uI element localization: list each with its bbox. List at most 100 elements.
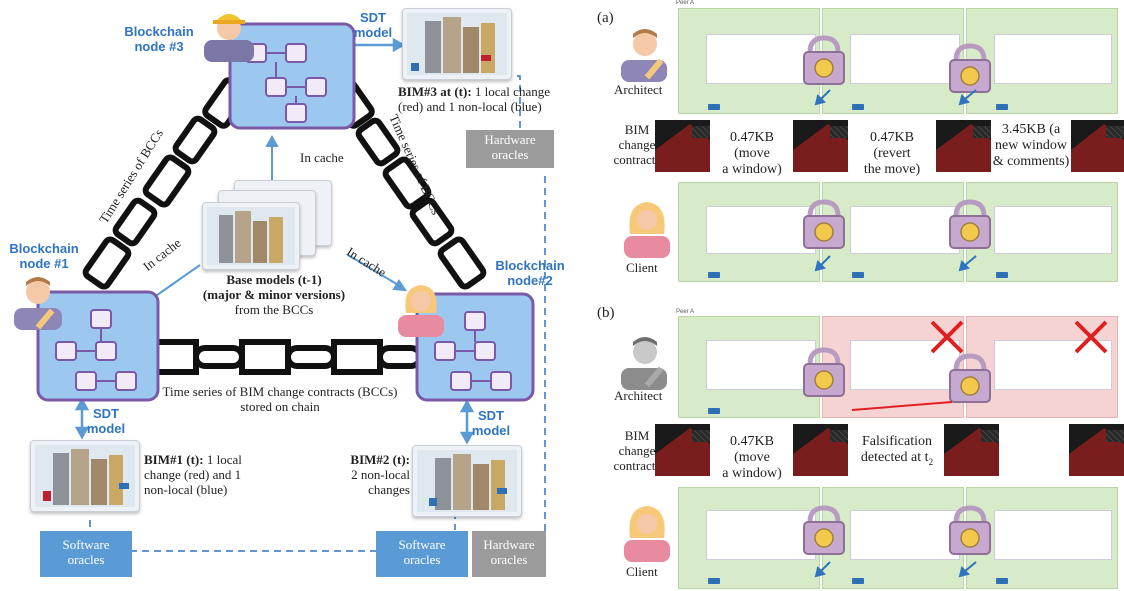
- bim2-line2: 2 non-local: [351, 467, 410, 482]
- sdt-right-line1: SDT: [478, 408, 504, 423]
- bim-contracts-b-line1: BIM: [624, 428, 650, 443]
- change3-a: 3.45KB (a new window & comments): [992, 122, 1070, 170]
- data-box[interactable]: [850, 340, 960, 390]
- data-box[interactable]: [994, 340, 1112, 390]
- bim3-monitor: [402, 8, 512, 80]
- node1-title-line2: node #1: [19, 256, 69, 271]
- data-box[interactable]: [706, 206, 816, 254]
- hardware-oracles-right: Hardware oracles: [472, 531, 546, 577]
- data-box[interactable]: [994, 510, 1112, 560]
- client-label-a: Client: [626, 260, 658, 275]
- bim-thumbnail: [1069, 424, 1124, 476]
- bim1-line1: 1 local: [203, 452, 242, 467]
- bim3-line1: 1 local change: [471, 84, 550, 99]
- falsification-line2: detected at t: [860, 450, 929, 465]
- falsification-b: Falsification detected at t2: [852, 434, 942, 470]
- building-image: [417, 450, 517, 512]
- base-models-line2: (major & minor versions): [202, 287, 346, 302]
- client-person-icon: [398, 285, 444, 337]
- base-models-line1: Base models (t-1): [226, 272, 322, 287]
- software-oracles-left-line1: Software: [62, 537, 110, 552]
- software-oracles-right: Software oracles: [376, 531, 468, 577]
- change1-a-line1: 0.47KB (move: [730, 130, 774, 161]
- falsification-line1: Falsification: [862, 434, 932, 449]
- node2-block: [415, 292, 535, 402]
- sdt-left-line1: SDT: [93, 406, 119, 421]
- bim2-line3: changes: [368, 482, 410, 497]
- change3-a-line1: 3.45KB (a: [1001, 122, 1061, 137]
- change2-a: 0.47KB (revert the move): [850, 130, 934, 178]
- mine-button[interactable]: [852, 272, 864, 278]
- change3-a-line2: new window: [995, 138, 1067, 153]
- client-icon: [624, 506, 670, 562]
- change1-b: 0.47KB (move a window): [712, 434, 792, 482]
- mine-button[interactable]: [996, 104, 1008, 110]
- bcc-caption-line2: stored on chain: [240, 399, 320, 414]
- bim-contracts-a-line2: change: [618, 137, 656, 152]
- software-oracles-left: Software oracles: [40, 531, 132, 577]
- panel-a-peer: Peer A: [676, 0, 695, 6]
- mine-button[interactable]: [708, 408, 720, 414]
- bim-contracts-a-line1: BIM: [624, 122, 650, 137]
- architect-icon: [621, 29, 667, 82]
- falsification-sub: 2: [928, 456, 934, 467]
- node2-title-line2: node#2: [507, 273, 553, 288]
- bim-thumbnail: [936, 120, 991, 172]
- hardware-oracles-right-line1: Hardware: [483, 537, 535, 552]
- change3-a-line3: & comments): [992, 154, 1070, 169]
- base-models-caption: Base models (t-1) (major & minor version…: [174, 272, 374, 317]
- bim-contracts-b-line2: change: [618, 443, 656, 458]
- bim1-line2: change (red) and 1: [144, 467, 242, 482]
- data-box[interactable]: [850, 34, 960, 84]
- mine-button[interactable]: [852, 578, 864, 584]
- bim-thumbnail: [1071, 120, 1124, 172]
- data-box[interactable]: [850, 510, 960, 560]
- in-cache-top: In cache: [300, 150, 344, 165]
- change1-b-line2: a window): [722, 466, 782, 481]
- bim1-monitor: [30, 440, 140, 512]
- red-x-icon: [930, 320, 964, 354]
- bim2-caption: BIM#2 (t): 2 non-local changes: [336, 452, 410, 497]
- data-box[interactable]: [994, 206, 1112, 254]
- mine-button[interactable]: [708, 104, 720, 110]
- software-oracles-left-line2: oracles: [67, 552, 105, 567]
- mine-button[interactable]: [852, 104, 864, 110]
- sdt-right-line2: model: [471, 423, 511, 438]
- bim2-bold: BIM#2 (t):: [350, 452, 410, 467]
- mine-button[interactable]: [708, 578, 720, 584]
- mine-button[interactable]: [708, 272, 720, 278]
- lock-icon: [949, 505, 991, 555]
- bim-thumbnail: [655, 120, 710, 172]
- base-models-line3: from the BCCs: [234, 302, 314, 317]
- architect-icon-grey: [621, 337, 667, 390]
- lock-icon: [803, 35, 845, 85]
- building-image: [407, 13, 507, 75]
- lock-icon: [949, 43, 991, 93]
- mine-button[interactable]: [996, 578, 1008, 584]
- bim-thumbnail: [944, 424, 999, 476]
- data-box[interactable]: [706, 34, 816, 84]
- bim3-bold: BIM#3 at (t):: [398, 84, 472, 99]
- bim2-monitor: [412, 445, 522, 517]
- lock-icon: [949, 199, 991, 249]
- bim3-line2: (red) and 1 non-local (blue): [398, 99, 542, 114]
- panel-b-label: (b): [597, 305, 615, 321]
- sdt-top-line1: SDT: [360, 10, 386, 25]
- data-box[interactable]: [994, 34, 1112, 84]
- software-oracles-right-line2: oracles: [403, 552, 441, 567]
- bim1-bold: BIM#1 (t):: [144, 452, 204, 467]
- change2-a-line2: the move): [863, 162, 921, 177]
- bim-thumbnail: [793, 424, 848, 476]
- software-oracles-right-line1: Software: [398, 537, 446, 552]
- lock-icon: [949, 353, 991, 403]
- mine-button[interactable]: [996, 272, 1008, 278]
- bim-contracts-a: BIM change contracts: [612, 122, 662, 167]
- data-box[interactable]: [850, 206, 960, 254]
- change1-a: 0.47KB (move a window): [712, 130, 792, 178]
- hardware-oracles-top-line2: oracles: [491, 147, 529, 162]
- bim1-line3: non-local (blue): [144, 482, 228, 497]
- lock-icon: [803, 199, 845, 249]
- change1-b-line1: 0.47KB (move: [730, 434, 774, 465]
